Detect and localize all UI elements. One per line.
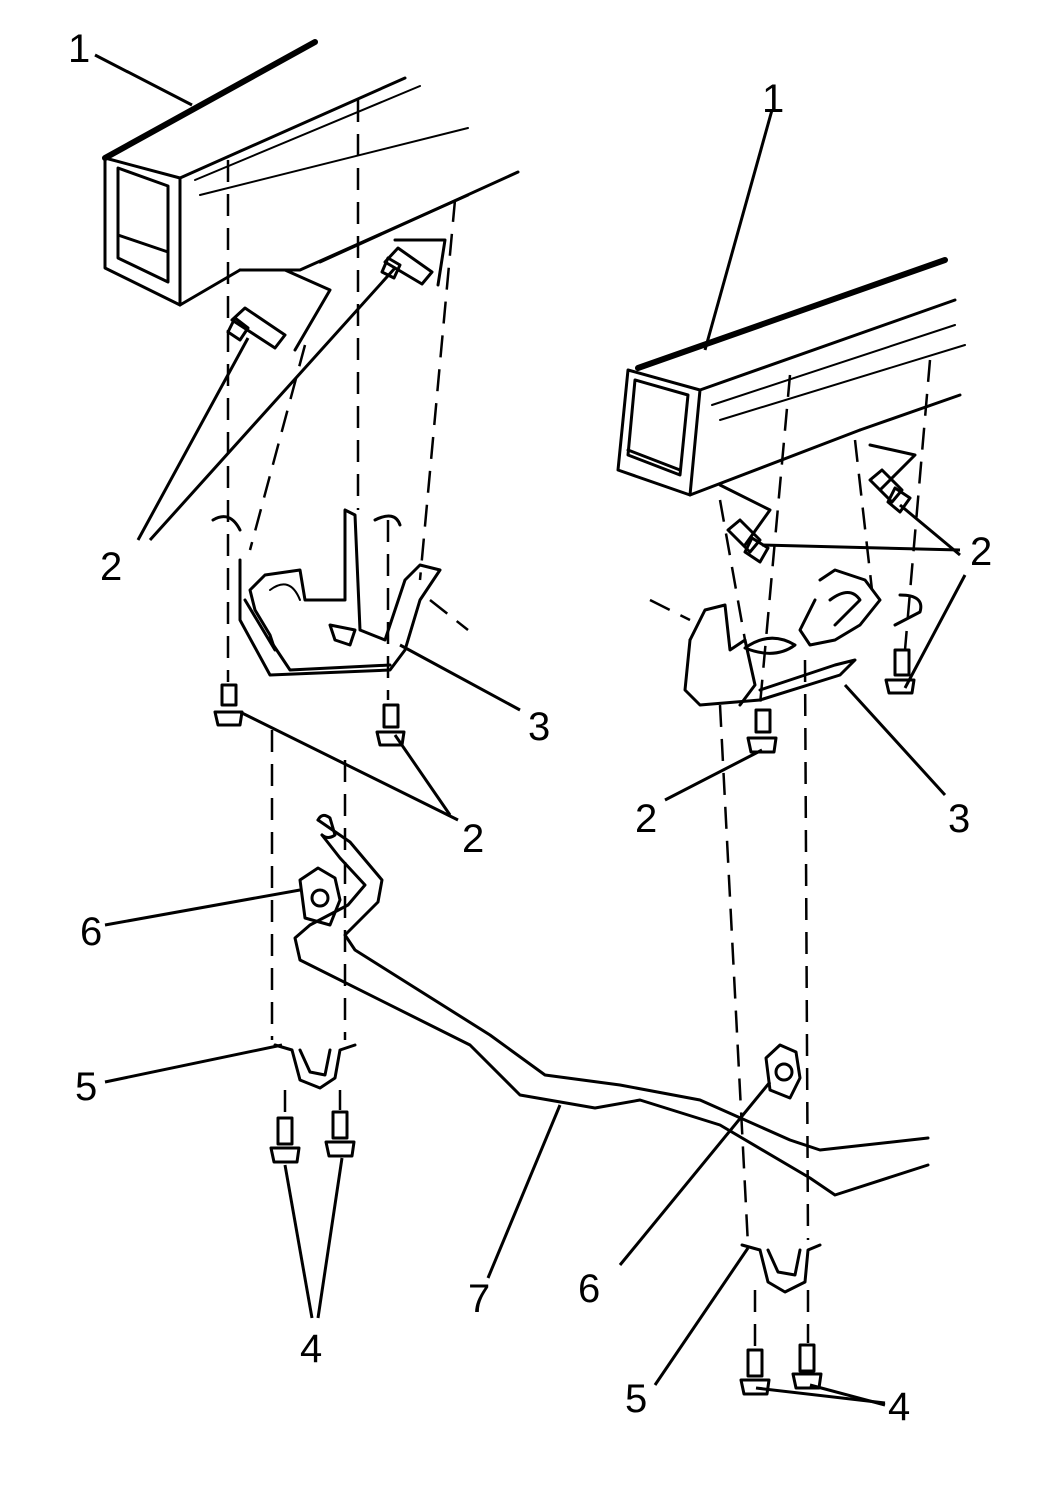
callout-stabilizer-shaft: 7: [468, 1277, 490, 1321]
callout-labels: 1 1 2 2 2 2 3 3 6 6 5 5 4 4 7: [68, 27, 992, 1429]
bolt-lower-left-a: [213, 683, 244, 727]
bolt-upper-left-a: [226, 306, 287, 350]
bolt-lower-right-b: [884, 648, 916, 695]
bolt-lower-right-a: [746, 708, 778, 754]
callout-clamp-right: 5: [625, 1377, 647, 1421]
callout-bolt-upper-left: 2: [100, 545, 122, 589]
bolt-upper-right-b: [868, 468, 912, 514]
alignment-lines: [226, 100, 932, 1348]
callout-clamp-left: 5: [75, 1065, 97, 1109]
callout-bolt-lower-left: 2: [462, 817, 484, 861]
clamp-bolt-left-b: [324, 1110, 356, 1158]
bolt-lower-left-b: [375, 703, 406, 747]
bracket-right: [683, 568, 923, 707]
callout-clamp-bolt-left: 4: [300, 1327, 322, 1371]
callout-insulator-left: 6: [80, 910, 102, 954]
leader-lines: [94, 53, 967, 1407]
insulator-left: [298, 866, 342, 927]
callout-frame-rail-left: 1: [68, 27, 90, 71]
frame-rail-left: [102, 39, 520, 352]
callout-bracket-right: 3: [948, 797, 970, 841]
callout-clamp-bolt-right: 4: [888, 1385, 910, 1429]
clamp-right: [740, 1243, 822, 1294]
clamp-bolt-right-a: [739, 1348, 771, 1396]
frame-rail-right: [616, 257, 966, 547]
callout-bracket-left: 3: [528, 705, 550, 749]
clamp-left: [273, 1043, 357, 1090]
clamp-bolt-left-a: [269, 1116, 301, 1164]
stabilizer-shaft: [293, 813, 930, 1197]
callout-bolt-lower-right: 2: [635, 797, 657, 841]
clamp-bolt-right-b: [791, 1343, 823, 1390]
callout-frame-rail-right: 1: [762, 77, 784, 121]
bolt-upper-left-b: [380, 246, 434, 286]
bracket-left: [211, 508, 442, 677]
callout-insulator-right: 6: [578, 1267, 600, 1311]
callout-bolt-upper-right: 2: [970, 530, 992, 574]
insulator-right: [764, 1043, 802, 1100]
